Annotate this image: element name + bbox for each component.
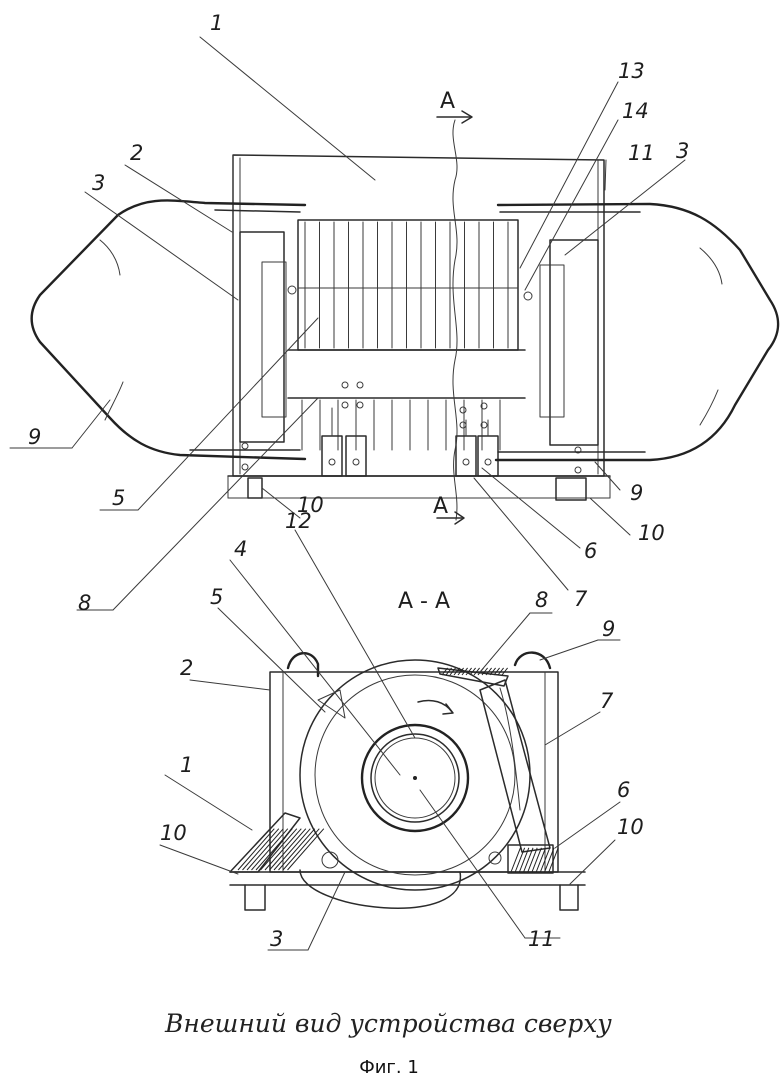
label-9-section: 9 bbox=[602, 617, 615, 641]
label-5-top: 5 bbox=[112, 486, 125, 510]
section-marker-top: A bbox=[440, 89, 455, 114]
top-view-labels: 1 2 3 13 14 11 3 9 5 10 9 10 6 8 7 bbox=[28, 11, 689, 615]
label-housing: 1 bbox=[210, 11, 223, 35]
label-7-section: 7 bbox=[600, 689, 614, 713]
label-5-section: 5 bbox=[210, 585, 223, 609]
label-1-section: 1 bbox=[180, 753, 193, 777]
mounting-bolts bbox=[242, 286, 581, 473]
label-side-panel-right: 3 bbox=[676, 139, 689, 163]
wedge-hatch-line bbox=[283, 829, 319, 870]
wedge-hatch-line bbox=[279, 829, 315, 870]
label-6-top: 6 bbox=[584, 539, 597, 563]
block-hatch-line bbox=[536, 848, 545, 872]
scraper-block bbox=[508, 845, 558, 873]
block-hatch-line bbox=[515, 848, 524, 872]
leader-lines bbox=[10, 37, 685, 610]
label-handle-left: 9 bbox=[28, 425, 41, 449]
section-title: A - A bbox=[398, 589, 450, 614]
wedge-hatch-line bbox=[256, 829, 292, 870]
label-14: 14 bbox=[622, 99, 649, 123]
label-13: 13 bbox=[618, 59, 645, 83]
drum bbox=[288, 220, 525, 450]
wedge-hatch-line bbox=[274, 829, 310, 870]
block-hatch-line bbox=[532, 848, 541, 872]
label-foot-right: 10 bbox=[638, 521, 665, 545]
wedge-hatch-line bbox=[288, 829, 324, 870]
drum-disks bbox=[305, 222, 508, 348]
label-7-top: 7 bbox=[574, 587, 588, 611]
wedge-hatch-line bbox=[238, 829, 274, 870]
label-11-section: 11 bbox=[528, 927, 555, 951]
block-hatch-line bbox=[511, 848, 520, 872]
wedge-hatch-line bbox=[243, 829, 279, 870]
caption: Внешний вид устройства сверху bbox=[164, 1009, 612, 1038]
label-side-wall: 2 bbox=[130, 141, 143, 165]
label-6-section: 6 bbox=[617, 778, 630, 802]
label-12: 12 bbox=[285, 509, 312, 533]
label-drum: 4 bbox=[234, 537, 247, 561]
label-8-top: 8 bbox=[78, 591, 91, 615]
top-view: A A 1 2 3 13 bbox=[10, 11, 778, 615]
scraper-blade bbox=[480, 680, 550, 852]
label-10-section-right: 10 bbox=[617, 815, 644, 839]
wedge-hatch-line bbox=[261, 829, 297, 870]
label-handle-right: 9 bbox=[630, 481, 643, 505]
section-view: A - A bbox=[160, 509, 644, 951]
label-10-section-left: 10 bbox=[160, 821, 187, 845]
section-drum bbox=[300, 660, 530, 890]
side-panels bbox=[240, 232, 598, 445]
label-side-panel-left: 3 bbox=[92, 171, 105, 195]
label-11-top: 11 bbox=[628, 141, 655, 165]
section-marker-bottom: A bbox=[433, 494, 448, 519]
label-3-section: 3 bbox=[270, 927, 283, 951]
label-2-section: 2 bbox=[180, 656, 193, 680]
carry-handles bbox=[32, 200, 778, 460]
figure-number: Фиг. 1 bbox=[359, 1057, 419, 1078]
label-8-section: 8 bbox=[535, 588, 548, 612]
